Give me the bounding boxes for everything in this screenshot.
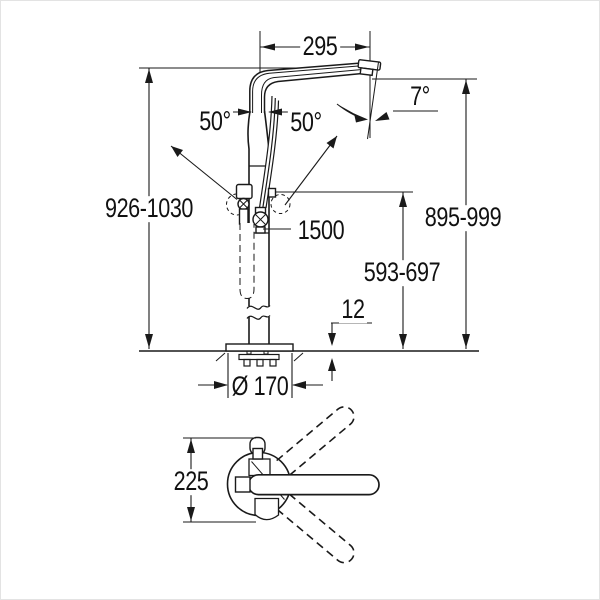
handle-position-up [276, 406, 355, 477]
top-view-handle [183, 406, 380, 564]
top-view-spout-stub [234, 436, 266, 493]
handle-position-down [276, 493, 355, 564]
dim-7deg [336, 103, 438, 123]
side-view-faucet [139, 31, 479, 367]
label-spout-reach: 295 [300, 33, 340, 60]
label-base-diameter: Ø 170 [229, 373, 291, 400]
label-hose-length: 1500 [295, 217, 347, 244]
label-spout-angle: 7° [407, 83, 433, 110]
top-view-details [248, 458, 285, 521]
label-outlet-height: 593-697 [361, 259, 443, 286]
dim-base-diameter [198, 353, 323, 398]
spout-outlet [357, 59, 382, 77]
side-outlet-knob [267, 187, 277, 198]
pipe-break [244, 305, 275, 320]
dim-50-50 [170, 108, 338, 206]
base-plate [225, 343, 294, 367]
floor-line [139, 350, 479, 362]
handle-lever [247, 473, 380, 496]
label-spout-height: 895-999 [422, 204, 504, 231]
spout-tilt-line [367, 61, 379, 140]
label-overall-height: 926-1030 [102, 195, 196, 222]
dim-12 [328, 322, 372, 381]
label-top-view-depth: 225 [171, 468, 211, 495]
label-handle-angle-left: 50° [196, 108, 234, 135]
spout [249, 61, 368, 113]
hose-connector [252, 206, 269, 234]
label-base-thickness: 12 [338, 296, 368, 323]
hanging-shower-outline [239, 223, 255, 300]
label-handle-angle-right: 50° [287, 109, 325, 136]
